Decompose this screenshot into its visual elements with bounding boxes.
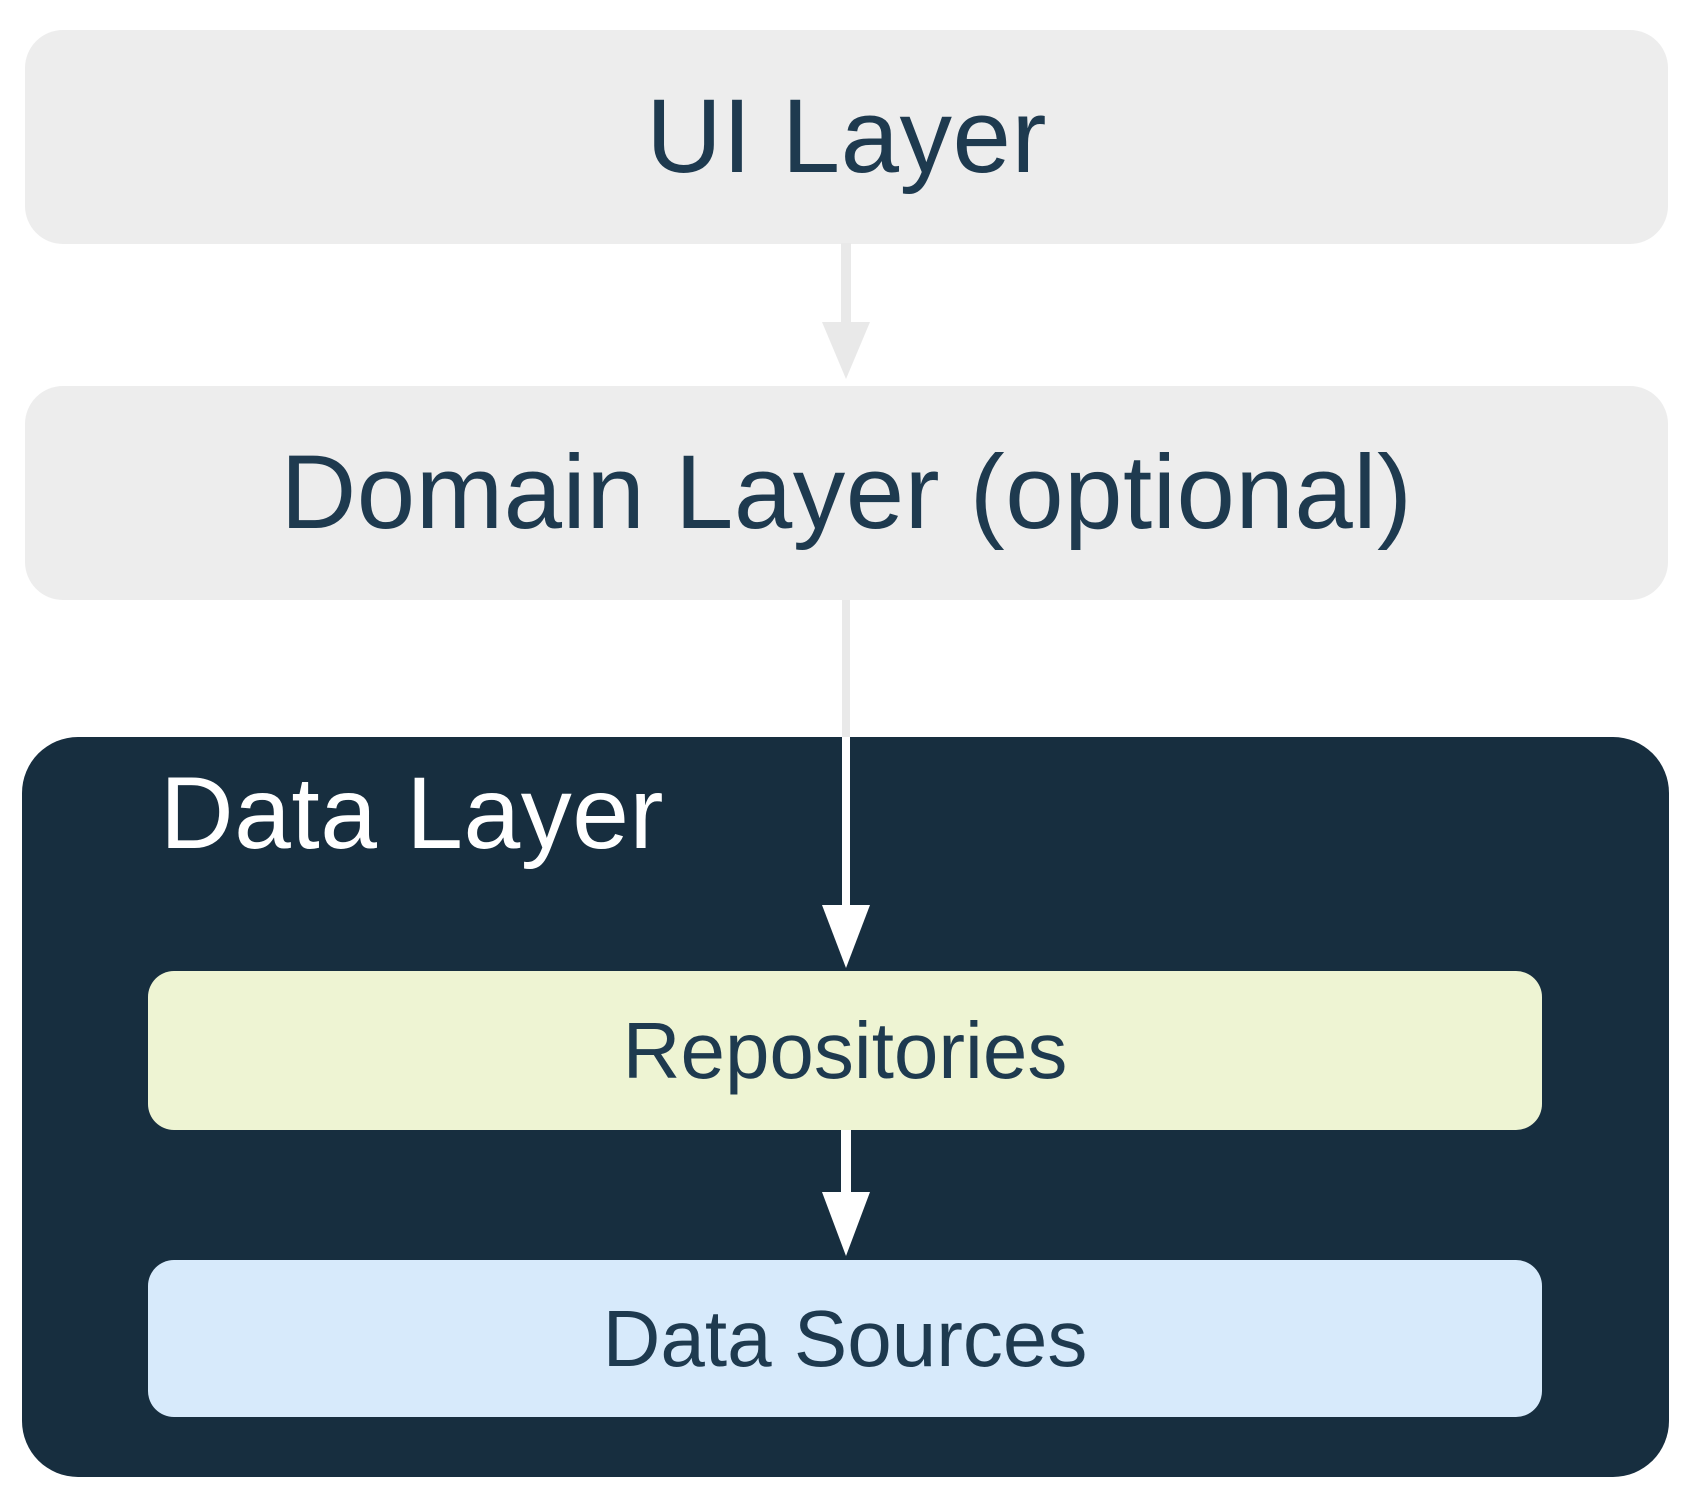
data-layer-label: Data Layer xyxy=(160,756,664,870)
ui-layer-label: UI Layer xyxy=(646,78,1047,195)
arrow-ui-to-domain-shaft xyxy=(841,243,851,322)
data-sources-label: Data Sources xyxy=(602,1293,1088,1383)
data-sources-box: Data Sources xyxy=(148,1260,1542,1417)
arrow-ui-to-domain-head-icon xyxy=(822,322,870,379)
domain-layer-box: Domain Layer (optional) xyxy=(25,386,1668,600)
arrow-domain-to-repositories-shaft-inner xyxy=(842,737,850,905)
arrow-repositories-to-datasources-head-icon xyxy=(822,1192,870,1256)
repositories-label: Repositories xyxy=(622,1005,1068,1095)
arrow-domain-to-repositories-head-icon xyxy=(822,905,870,968)
repositories-box: Repositories xyxy=(148,971,1542,1130)
ui-layer-box: UI Layer xyxy=(25,30,1668,244)
arrow-repositories-to-datasources-shaft xyxy=(841,1130,851,1192)
domain-layer-label: Domain Layer (optional) xyxy=(280,434,1413,551)
arrow-domain-to-repositories-shaft-outer xyxy=(842,600,850,737)
